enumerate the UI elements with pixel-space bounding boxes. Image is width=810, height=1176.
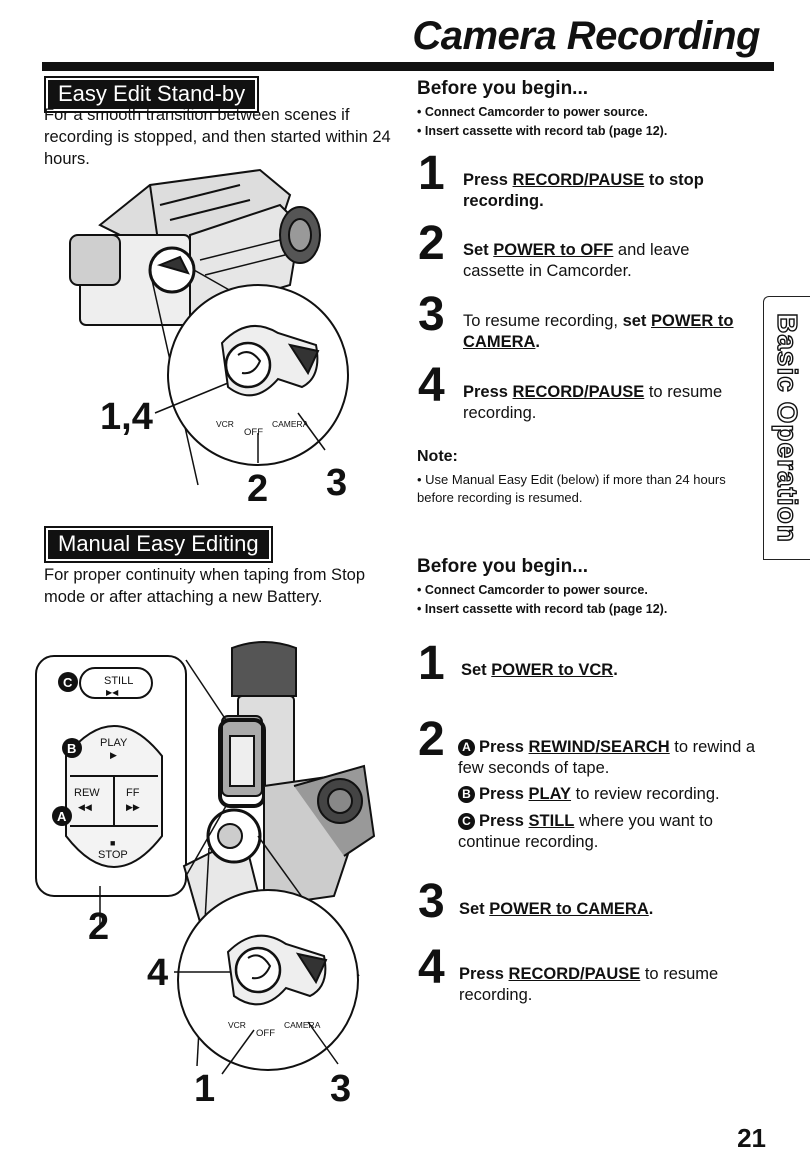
side-tab-basic-operation: Basic Operation [763, 296, 810, 560]
section-tag-stand-by: Easy Edit Stand-by [43, 76, 260, 113]
bullet-cassette: • Insert cassette with record tab (page … [417, 124, 668, 138]
bullet-power: • Connect Camcorder to power source. [417, 105, 648, 119]
before-you-begin-heading: Before you begin... [417, 556, 589, 577]
step-number: 1 [418, 147, 445, 200]
step-text: Press RECORD/PAUSE to stop recording. [463, 171, 704, 210]
switch-label-off: OFF [256, 1028, 275, 1039]
step-number: 2 [418, 713, 445, 766]
bullet-cassette: • Insert cassette with record tab (page … [417, 602, 668, 616]
step-text: Press RECORD/PAUSE to resume recording. [459, 965, 719, 1004]
badge-c: C [63, 675, 73, 690]
step-text: Set POWER to OFF and leave cassette in C… [463, 241, 690, 280]
page-number: 21 [737, 1123, 766, 1153]
note-heading: Note: [417, 448, 458, 465]
step-text: Press RECORD/PAUSE to resume recording. [463, 383, 723, 422]
step-number: 1 [418, 637, 445, 690]
manual-camcorder-illustration: STILL ▶◀ PLAY ▶ REW ◀◀ FF ▶▶ ■ STOP C B … [35, 641, 376, 1075]
button-label-stop: STOP [98, 849, 128, 861]
switch-label-camera: CAMERA [272, 419, 309, 429]
step-number: 3 [418, 288, 445, 341]
button-label-play: PLAY [100, 737, 128, 749]
button-symbol-rew: ◀◀ [78, 802, 92, 812]
button-symbol-play: ▶ [110, 750, 117, 760]
callout-2: 2 [88, 906, 110, 948]
button-symbol-ff: ▶▶ [126, 802, 140, 812]
step-number: 4 [418, 941, 445, 994]
page-title: Camera Recording [412, 14, 760, 58]
before-you-begin-heading: Before you begin... [417, 78, 589, 99]
step-number: 4 [418, 359, 445, 412]
step-text: To resume recording, set POWER to CAMERA… [463, 312, 734, 351]
bullet-power: • Connect Camcorder to power source. [417, 583, 648, 597]
step-text: Set POWER to CAMERA. [459, 900, 654, 918]
step-number: 2 [418, 217, 445, 270]
manual-intro: For proper continuity when taping from S… [44, 566, 366, 606]
button-label-ff: FF [126, 787, 140, 799]
callout-2: 2 [247, 468, 269, 510]
callout-1-4: 1,4 [100, 396, 153, 438]
switch-label-vcr: VCR [216, 419, 234, 429]
callout-1: 1 [194, 1068, 216, 1110]
side-tab-label: Basic Operation [771, 312, 803, 543]
callout-3: 3 [326, 462, 348, 504]
button-symbol-stop: ■ [110, 838, 115, 848]
switch-label-vcr: VCR [228, 1020, 246, 1030]
switch-label-off: OFF [244, 427, 263, 438]
badge-b: B [67, 741, 76, 756]
step-number: 3 [418, 875, 445, 928]
button-label-still: STILL [104, 675, 133, 687]
section-tag-manual-editing: Manual Easy Editing [44, 526, 273, 563]
badge-a: A [57, 809, 67, 824]
switch-label-camera: CAMERA [284, 1020, 321, 1030]
step-text: Set POWER to VCR. [461, 661, 618, 679]
stand-by-camcorder-illustration: VCR OFF CAMERA [69, 168, 349, 486]
button-symbol-still: ▶◀ [106, 688, 119, 697]
button-label-rew: REW [74, 787, 100, 799]
callout-4: 4 [147, 952, 169, 994]
header-rule [42, 62, 774, 71]
note-text: • Use Manual Easy Edit (below) if more t… [417, 472, 726, 505]
callout-3: 3 [330, 1068, 352, 1110]
stand-by-intro: For a smooth transition between scenes i… [44, 106, 391, 168]
